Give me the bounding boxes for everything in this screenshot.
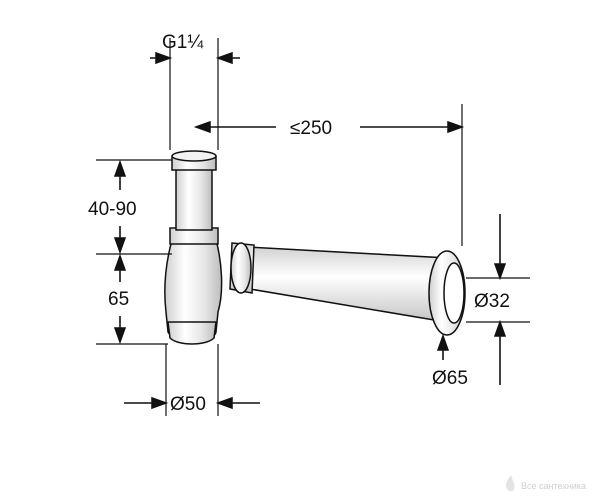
dimension-lines: [96, 38, 530, 416]
label-thread: G1¼: [162, 32, 204, 53]
label-height-lower: 65: [108, 289, 129, 310]
watermark: Все сантехника: [505, 475, 586, 492]
label-flange-diameter: Ø65: [432, 368, 468, 389]
label-pipe-diameter: Ø32: [474, 291, 510, 312]
trap-assembly: [164, 150, 466, 345]
outlet-pipe: [243, 246, 449, 323]
outlet-nut-face: [230, 242, 252, 294]
cleanout-cap: [167, 321, 217, 345]
dip-tube: [175, 167, 213, 231]
label-reach: ≤250: [290, 118, 332, 139]
top-opening: [171, 150, 217, 162]
wall-flange-inner: [443, 262, 465, 324]
watermark-drop-icon: [505, 475, 515, 492]
watermark-text: Все сантехника: [521, 481, 586, 491]
label-height-adjust: 40-90: [88, 199, 137, 220]
label-trap-diameter: Ø50: [170, 394, 206, 415]
